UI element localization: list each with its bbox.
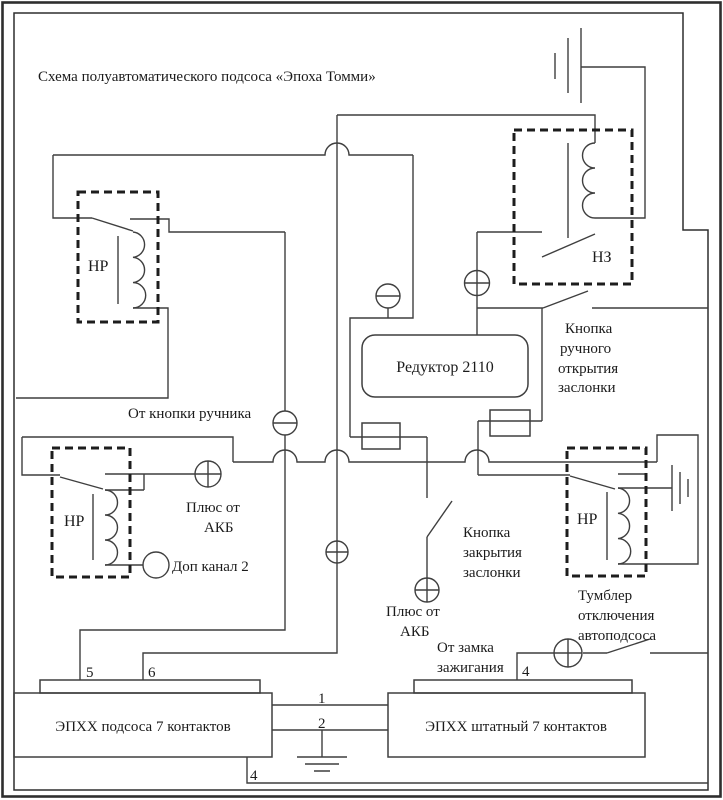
left-fuse xyxy=(361,422,401,450)
pin-label-4-top: 4 xyxy=(522,664,530,680)
wire-pin4-bottom xyxy=(246,757,708,784)
plus-akb-left-line1: Плюс от xyxy=(186,500,240,516)
pin-label-4-bottom: 4 xyxy=(250,768,258,784)
handbrake-label: От кнопки ручника xyxy=(128,406,252,422)
text-labels: НР НР НР НЗ Редуктор 2110 От кнопки ручн… xyxy=(55,249,656,784)
r-ground-enclosure xyxy=(656,434,699,565)
reducer-minus-terminal-icon xyxy=(375,283,401,309)
wire-feed-drop-left xyxy=(349,155,414,437)
akb-plus-terminal-center-icon xyxy=(414,577,440,603)
wire-pin6 xyxy=(142,563,338,680)
left-connector-box xyxy=(13,692,273,758)
tumbler-line1: Тумблер xyxy=(578,588,632,604)
wire-top-feed xyxy=(53,142,413,156)
relay-box-right xyxy=(565,446,648,578)
ml-relay-blade xyxy=(59,476,104,490)
wire-left-fuse-branch xyxy=(350,436,428,498)
tumbler-line2: отключения xyxy=(578,608,655,624)
close-valve-line2: закрытия xyxy=(463,545,522,561)
wire-main-bus xyxy=(233,449,657,463)
nz-relay-blade xyxy=(541,233,596,258)
ignition-line2: зажигания xyxy=(437,660,504,676)
reducer-label: Редуктор 2110 xyxy=(396,359,493,376)
handbrake-terminal-icon xyxy=(272,410,298,436)
wire-pins-1-2 xyxy=(272,704,388,731)
right-connector-label: ЭПХХ штатный 7 контактов xyxy=(425,719,607,735)
left-connector-label: ЭПХХ подсоса 7 контактов xyxy=(55,719,230,735)
akb-plus-terminal-left-icon xyxy=(194,460,222,488)
relay-label-top-left: НР xyxy=(88,258,109,275)
dop-kanal-label: Доп канал 2 xyxy=(172,559,249,575)
close-valve-line3: заслонки xyxy=(463,565,521,581)
manual-open-line1: Кнопка xyxy=(565,321,613,337)
right-ground-icon xyxy=(671,465,689,511)
ml-relay-coil xyxy=(104,489,119,566)
manual-open-line3: открытия xyxy=(558,361,618,377)
schematic-title: Схема полуавтоматического подсоса «Эпоха… xyxy=(38,69,376,85)
relay-label-nz: НЗ xyxy=(592,249,612,266)
right-connector-box xyxy=(387,692,646,758)
tl-relay-blade xyxy=(91,217,134,232)
relay-box-top-left xyxy=(76,190,160,324)
plus-akb-left-line2: АКБ xyxy=(204,520,233,536)
relay-label-right: НР xyxy=(577,511,598,528)
manual-open-blade xyxy=(542,290,589,309)
pin-label-6: 6 xyxy=(148,665,156,681)
tumbler-blade xyxy=(606,638,651,654)
close-valve-line1: Кнопка xyxy=(463,525,511,541)
component-boxes xyxy=(13,334,646,758)
center-plus-terminal-icon xyxy=(325,540,349,564)
akb-plus-terminal-top-icon xyxy=(463,269,491,297)
wire-right-fuse-branch xyxy=(477,308,570,476)
reducer-box xyxy=(361,334,529,398)
wire-tl-relay-out xyxy=(130,218,285,233)
left-connector-strip xyxy=(39,679,261,694)
wire-bus-left-top xyxy=(22,436,234,462)
r-relay-blade xyxy=(569,475,616,490)
wire-nz-coil-feed xyxy=(337,114,596,143)
wire-pin4-top xyxy=(516,652,554,680)
relay-box-mid-left xyxy=(50,446,132,579)
relay-box-nz xyxy=(512,128,634,286)
wire-nz-battery xyxy=(581,66,646,219)
relay-boxes xyxy=(50,128,648,579)
nz-relay-coil xyxy=(581,142,596,219)
manual-open-line4: заслонки xyxy=(558,380,616,396)
wire-tl-coil-ground xyxy=(16,307,169,399)
tumbler-line3: автоподсоса xyxy=(578,628,656,644)
plus-akb-center-line2: АКБ xyxy=(400,624,429,640)
wire-pin5 xyxy=(79,435,286,680)
dop-kanal-terminal-icon xyxy=(142,551,170,579)
terminals xyxy=(142,269,583,668)
wire-tl-relay-feed xyxy=(52,155,92,219)
wire-ml-coil-top xyxy=(105,474,145,491)
inner-border xyxy=(13,12,709,791)
right-fuse xyxy=(489,409,531,437)
ignition-plus-terminal-icon xyxy=(553,638,583,668)
bottom-ground-icon xyxy=(297,730,347,772)
battery-ground-icon xyxy=(554,28,582,103)
wires xyxy=(16,28,708,784)
manual-open-line2: ручного xyxy=(560,341,611,357)
right-connector-strip xyxy=(413,679,633,694)
pin-label-2: 2 xyxy=(318,716,326,732)
pin-label-5: 5 xyxy=(86,665,94,681)
ignition-line1: От замка xyxy=(437,640,494,656)
r-relay-coil xyxy=(617,487,632,565)
pin-label-1: 1 xyxy=(318,691,326,707)
tl-relay-coil xyxy=(132,231,147,309)
wire-akb-riser xyxy=(476,231,543,335)
plus-akb-center-line1: Плюс от xyxy=(386,604,440,620)
relay-label-mid-left: НР xyxy=(64,513,85,530)
close-valve-blade xyxy=(426,500,453,538)
wire-ml-relay-feed xyxy=(21,437,60,476)
